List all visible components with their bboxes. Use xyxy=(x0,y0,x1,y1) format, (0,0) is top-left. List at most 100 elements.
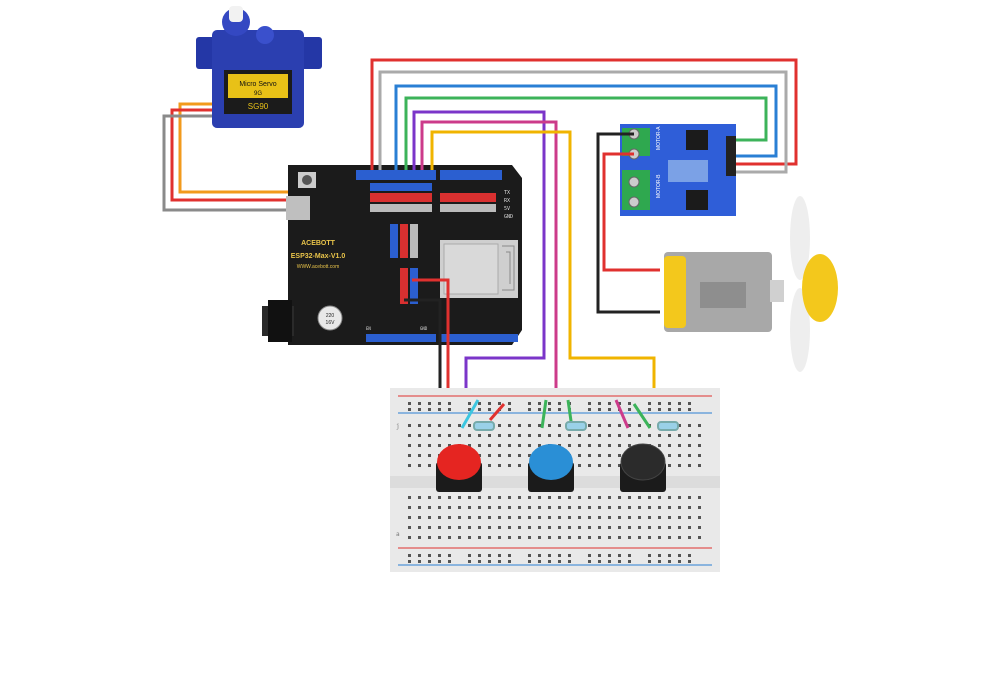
breadboard-hole xyxy=(618,464,621,467)
breadboard-hole xyxy=(668,526,671,529)
breadboard-hole xyxy=(408,424,411,427)
breadboard-hole xyxy=(568,536,571,539)
breadboard-hole xyxy=(658,536,661,539)
breadboard-rail-hole xyxy=(688,554,691,557)
breadboard-rail-hole xyxy=(538,560,541,563)
breadboard-rail-hole xyxy=(538,554,541,557)
breadboard-hole xyxy=(578,464,581,467)
breadboard-hole xyxy=(678,506,681,509)
breadboard-rail-hole xyxy=(498,560,501,563)
breadboard-hole xyxy=(538,526,541,529)
breadboard-hole xyxy=(458,516,461,519)
breadboard-hole xyxy=(648,434,651,437)
breadboard-hole xyxy=(418,424,421,427)
breadboard-hole xyxy=(678,464,681,467)
breadboard-hole xyxy=(408,444,411,447)
breadboard-rail-hole xyxy=(618,554,621,557)
black-push-button[interactable] xyxy=(620,443,666,492)
breadboard-hole xyxy=(618,526,621,529)
breadboard-hole xyxy=(428,536,431,539)
breadboard-hole xyxy=(668,454,671,457)
breadboard-hole xyxy=(488,516,491,519)
breadboard-hole xyxy=(428,506,431,509)
breadboard-hole xyxy=(518,536,521,539)
breadboard-hole xyxy=(558,526,561,529)
breadboard-rail-hole xyxy=(588,408,591,411)
breadboard-hole xyxy=(528,506,531,509)
breadboard-rail-hole xyxy=(408,408,411,411)
breadboard-hole xyxy=(488,506,491,509)
breadboard-rail-hole xyxy=(478,408,481,411)
breadboard-rail-hole xyxy=(658,560,661,563)
breadboard-hole xyxy=(458,526,461,529)
breadboard-rail-hole xyxy=(548,554,551,557)
breadboard-hole xyxy=(698,424,701,427)
breadboard-rail-hole xyxy=(488,402,491,405)
breadboard-hole xyxy=(588,454,591,457)
breadboard-hole xyxy=(478,516,481,519)
breadboard-hole xyxy=(408,506,411,509)
breadboard-rail-hole xyxy=(438,402,441,405)
breadboard-hole xyxy=(518,516,521,519)
breadboard-hole xyxy=(548,506,551,509)
breadboard-hole xyxy=(468,496,471,499)
breadboard-rail-hole xyxy=(688,560,691,563)
breadboard-hole xyxy=(688,454,691,457)
breadboard-hole xyxy=(568,434,571,437)
breadboard-hole xyxy=(608,516,611,519)
breadboard-hole xyxy=(478,496,481,499)
breadboard-hole xyxy=(418,444,421,447)
breadboard-hole xyxy=(508,444,511,447)
breadboard-hole xyxy=(468,444,471,447)
servo-label-line1: Micro Servo xyxy=(239,81,276,88)
breadboard-hole xyxy=(518,526,521,529)
board-url: WWW.acebott.com xyxy=(297,264,340,270)
breadboard-hole xyxy=(538,434,541,437)
breadboard-hole xyxy=(498,536,501,539)
breadboard-rail-hole xyxy=(618,402,621,405)
breadboard-hole xyxy=(618,536,621,539)
breadboard-hole xyxy=(648,496,651,499)
breadboard-hole xyxy=(628,526,631,529)
breadboard-hole xyxy=(638,424,641,427)
blue-push-button[interactable] xyxy=(528,444,574,492)
breadboard-hole xyxy=(638,434,641,437)
breadboard-rail-hole xyxy=(618,560,621,563)
breadboard-hole xyxy=(628,424,631,427)
breadboard-row-label-a: a xyxy=(396,531,400,538)
breadboard-hole xyxy=(428,444,431,447)
breadboard-hole xyxy=(608,464,611,467)
breadboard-hole xyxy=(468,526,471,529)
red-push-button[interactable] xyxy=(436,444,482,492)
breadboard-hole xyxy=(678,454,681,457)
breadboard-hole xyxy=(668,434,671,437)
breadboard-hole xyxy=(608,434,611,437)
breadboard-hole xyxy=(528,444,531,447)
breadboard-hole xyxy=(608,526,611,529)
breadboard-hole xyxy=(498,444,501,447)
breadboard-hole xyxy=(518,424,521,427)
breadboard-rail-hole xyxy=(558,554,561,557)
breadboard-hole xyxy=(428,526,431,529)
breadboard-rail-hole xyxy=(428,554,431,557)
motor-driver-module: MOTOR-A MOTOR-B xyxy=(620,124,736,216)
breadboard-hole xyxy=(508,496,511,499)
breadboard-rail-hole xyxy=(438,554,441,557)
breadboard-hole xyxy=(548,496,551,499)
breadboard-hole xyxy=(588,434,591,437)
breadboard-rail-hole xyxy=(508,560,511,563)
breadboard-hole xyxy=(588,536,591,539)
breadboard-hole xyxy=(428,496,431,499)
breadboard-rail-hole xyxy=(558,560,561,563)
breadboard-hole xyxy=(628,444,631,447)
breadboard-hole xyxy=(688,506,691,509)
breadboard-hole xyxy=(448,434,451,437)
breadboard-hole xyxy=(508,526,511,529)
breadboard-hole xyxy=(438,526,441,529)
driver-signal-wires xyxy=(370,58,798,174)
breadboard-rail-hole xyxy=(678,560,681,563)
breadboard-rail-hole xyxy=(428,402,431,405)
button-signal-wires xyxy=(404,110,656,430)
breadboard-hole xyxy=(538,424,541,427)
breadboard-rail-hole xyxy=(478,560,481,563)
